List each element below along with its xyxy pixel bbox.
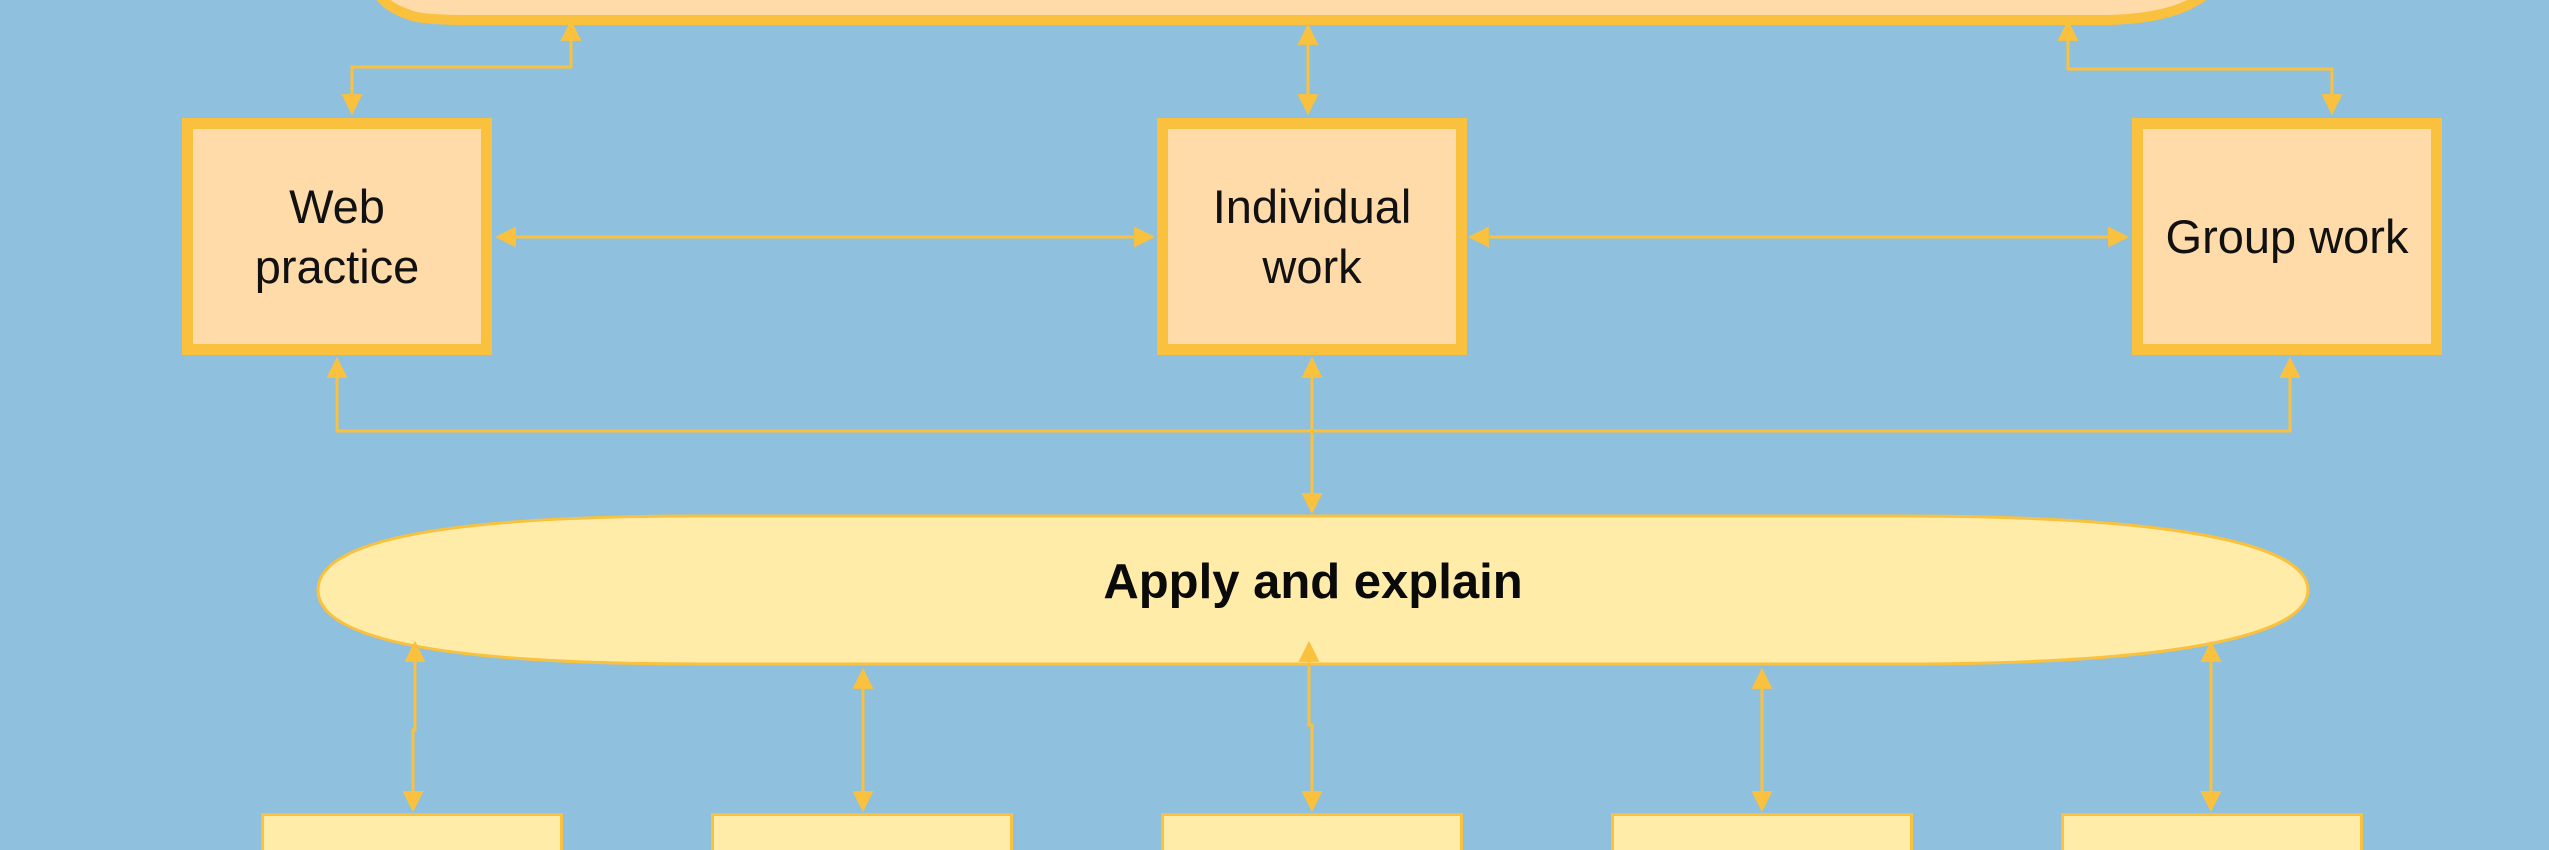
connector-apply-to-bottom-box-3	[1298, 640, 1323, 813]
apply-explain-oval	[316, 514, 2310, 666]
connector-top-to-group-work	[2057, 19, 2343, 116]
bottom-node-5	[2061, 813, 2363, 850]
bottom-node-1	[261, 813, 563, 850]
node-web-practice: Web practice	[182, 118, 492, 355]
apply-explain-label: Apply and explain	[1103, 555, 1523, 609]
bottom-node-4	[1611, 813, 1913, 850]
connector-top-to-web-practice	[341, 19, 582, 116]
node-individual-work-label: Individual work	[1212, 179, 1412, 293]
top-oval	[376, 0, 2207, 25]
node-group-work-label: Group work	[2165, 209, 2409, 263]
connector-apply-to-bottom-box-1	[402, 640, 426, 813]
bottom-node-2	[711, 813, 1013, 850]
node-group-work: Group work	[2132, 118, 2442, 355]
node-web-practice-label: Web practice	[254, 179, 420, 293]
node-individual-work: Individual work	[1157, 118, 1467, 355]
bottom-node-3	[1161, 813, 1463, 850]
